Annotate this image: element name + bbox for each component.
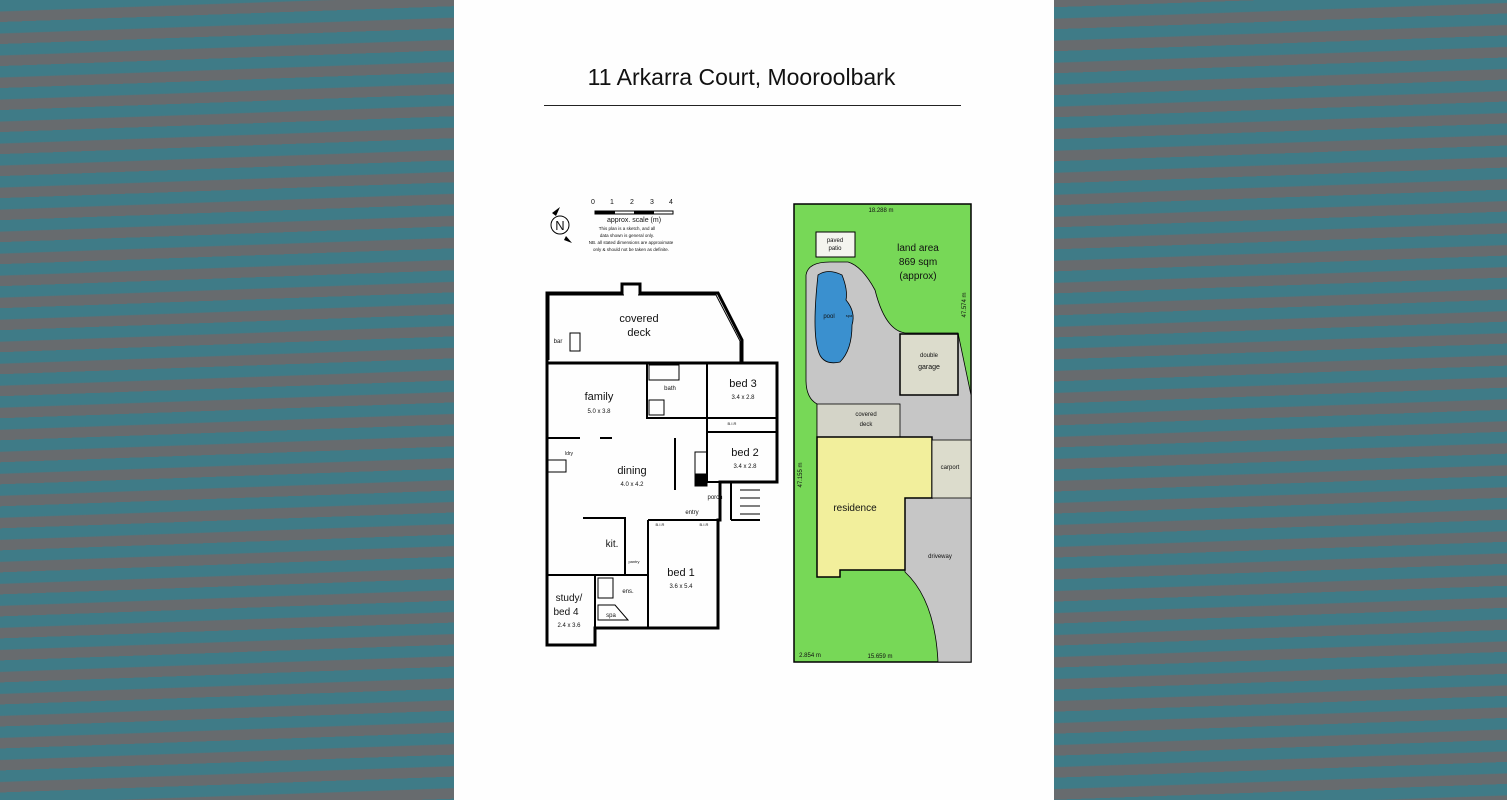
dimension-label: 15.659 m (867, 654, 892, 660)
room-label: bed 4 (553, 607, 578, 618)
site-label: paved (827, 238, 843, 244)
room-labels: covered deck bar family 5.0 x 3.8 bath b… (553, 313, 758, 629)
room-dims: 4.0 x 4.2 (620, 482, 644, 488)
site-label: garage (918, 364, 940, 371)
scale-tick: 4 (669, 199, 673, 206)
room-dims: 3.4 x 2.8 (731, 395, 755, 401)
room-label: bar (554, 339, 563, 345)
site-label: patio (828, 246, 842, 252)
paved-patio (815, 231, 856, 258)
room-label: ens. (622, 589, 634, 595)
site-label: double (920, 353, 939, 359)
robe-label: B.I.R (700, 522, 709, 527)
room-dims: 3.4 x 2.8 (733, 464, 757, 470)
site-label: driveway (928, 554, 952, 560)
title-divider (544, 105, 961, 106)
room-label: deck (627, 327, 651, 339)
land-area-label: land area (897, 243, 939, 254)
room-label: bed 1 (667, 567, 695, 579)
site-label: pool (823, 314, 834, 320)
room-label: bed 3 (729, 378, 757, 390)
land-area-note: (approx) (899, 271, 936, 282)
dimension-label: 18.288 m (868, 208, 893, 214)
pool (814, 271, 854, 364)
site-label: covered (855, 412, 876, 418)
room-label: spa (606, 613, 616, 619)
scale-tick: 3 (650, 199, 654, 206)
dimension-label: 2.854 m (799, 653, 821, 659)
room-label: dining (617, 465, 646, 477)
site-label: deck (860, 422, 874, 428)
room-label: pantry (628, 559, 639, 564)
room-label: kit. (606, 539, 619, 550)
svg-text:N: N (555, 218, 564, 233)
site-label: carport (941, 465, 960, 471)
room-dims: 5.0 x 3.8 (587, 409, 611, 415)
room-label: family (585, 391, 614, 403)
covered-deck (816, 403, 901, 438)
room-label: bed 2 (731, 447, 759, 459)
dimension-label: 47.574 m (962, 292, 968, 317)
room-label: bath (664, 386, 676, 392)
land-area-value: 869 sqm (899, 257, 937, 268)
dimension-label: 47.155 m (798, 462, 804, 487)
disclaimer-line: only & should not be taken as definite. (593, 247, 669, 252)
room-label: entry (685, 510, 698, 516)
disclaimer-line: This plan is a sketch, and all (599, 226, 656, 231)
scale-legend: 0 1 2 3 4 approx. scale (m) This plan is… (550, 199, 674, 252)
disclaimer-line: NB. all stated dimensions are approximat… (589, 240, 674, 245)
carport (931, 439, 972, 499)
scale-tick: 1 (610, 199, 614, 206)
room-dims: 3.6 x 5.4 (669, 584, 693, 590)
scale-tick: 2 (630, 199, 634, 206)
robe-label: B.I.R (728, 421, 737, 426)
double-garage (899, 333, 959, 396)
site-label: spa (846, 313, 853, 318)
room-label: study/ (556, 593, 583, 604)
page-title: 11 Arkarra Court, Mooroolbark (587, 64, 896, 90)
room-label: covered (619, 313, 658, 325)
scale-label: approx. scale (m) (607, 217, 661, 224)
room-label: ldry (565, 451, 574, 457)
scale-tick: 0 (591, 199, 595, 206)
robe-label: B.I.R (656, 522, 665, 527)
north-arrow-icon: N (550, 207, 572, 243)
disclaimer-line: data shown is general only. (600, 233, 654, 238)
room-label: porch (707, 495, 722, 501)
site-label: residence (833, 503, 877, 514)
site-plan: paved patio land area 869 sqm (approx) p… (793, 203, 972, 663)
floor-plan (545, 282, 779, 647)
room-dims: 2.4 x 3.6 (557, 623, 581, 629)
